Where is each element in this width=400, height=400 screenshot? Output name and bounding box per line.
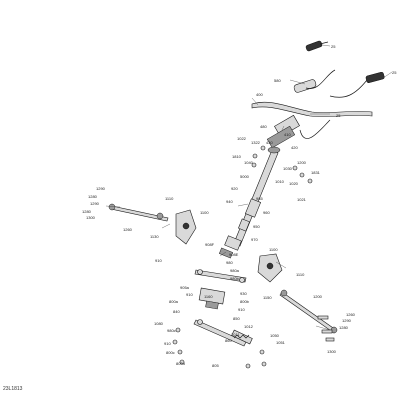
callout-940: 940 bbox=[226, 199, 233, 204]
callout-1100: 1100 bbox=[269, 247, 278, 252]
callout-1260: 1260 bbox=[346, 312, 356, 317]
callout-1021: 1021 bbox=[297, 197, 307, 202]
callout-1030: 1030 bbox=[283, 166, 293, 171]
steering-column bbox=[233, 146, 281, 247]
callout-25: 25 bbox=[336, 113, 341, 118]
callout-1110: 1110 bbox=[165, 196, 174, 201]
callout-910: 910 bbox=[238, 307, 245, 312]
callout-1200: 1200 bbox=[313, 294, 323, 299]
grip-heater-right bbox=[329, 71, 385, 98]
callout-1280: 1280 bbox=[82, 209, 92, 214]
callout-1100: 1100 bbox=[200, 210, 209, 215]
callout-1130: 1130 bbox=[150, 234, 159, 239]
column-lower-bushings bbox=[218, 235, 242, 259]
callout-1290: 1290 bbox=[90, 201, 100, 206]
callout-25: 25 bbox=[392, 70, 397, 75]
callout-860: 860 bbox=[225, 338, 232, 343]
callout-580: 580 bbox=[274, 78, 281, 83]
callout-850: 850 bbox=[233, 316, 240, 321]
callout-985: 985 bbox=[256, 196, 263, 201]
steering-crossbar bbox=[194, 269, 247, 283]
callout-980a: 980a bbox=[230, 268, 240, 273]
steering-damper bbox=[231, 329, 253, 345]
leader-lines bbox=[105, 44, 393, 331]
callout-800c: 800c bbox=[166, 350, 175, 355]
right-steering-arm bbox=[257, 253, 283, 283]
callout-1011: 1011 bbox=[231, 332, 240, 337]
callout-800d: 800d bbox=[176, 361, 185, 366]
callout-905a: 905a bbox=[180, 285, 190, 290]
callout-1322: 1322 bbox=[251, 140, 261, 145]
callout-1300: 1300 bbox=[327, 349, 337, 354]
callout-25: 25 bbox=[331, 44, 336, 49]
callout-930: 930 bbox=[240, 291, 247, 296]
callout-1040: 1040 bbox=[244, 160, 254, 165]
callout-1010: 1010 bbox=[275, 179, 285, 184]
lower-hardware-left bbox=[172, 327, 185, 365]
callout-5000: 5000 bbox=[240, 174, 250, 179]
callout-950: 950 bbox=[253, 224, 260, 229]
callout-910: 910 bbox=[155, 258, 162, 263]
callout-1080: 1080 bbox=[154, 321, 164, 326]
callout-labels: 25 580 25 25 400 480 410 1022 1322 420 4… bbox=[82, 44, 397, 368]
callout-980b: 980b bbox=[230, 276, 240, 281]
callout-980: 980 bbox=[226, 260, 233, 265]
left-steering-arm bbox=[175, 209, 197, 245]
callout-1022: 1022 bbox=[237, 136, 247, 141]
callout-1110: 1110 bbox=[296, 272, 305, 277]
callout-1290: 1290 bbox=[342, 318, 352, 323]
callout-1012: 1012 bbox=[244, 324, 254, 329]
callout-1280: 1280 bbox=[88, 194, 98, 199]
right-tie-rod bbox=[279, 289, 338, 334]
callout-1810: 1810 bbox=[232, 154, 242, 159]
column-clamp-hardware bbox=[251, 145, 313, 184]
callout-840: 840 bbox=[173, 309, 180, 314]
callout-970: 970 bbox=[251, 237, 258, 242]
callout-1200: 1200 bbox=[297, 160, 307, 165]
callout-908E: 908E bbox=[229, 252, 239, 257]
handlebar-riser bbox=[266, 114, 331, 149]
callout-1300: 1300 bbox=[86, 215, 96, 220]
handlebar bbox=[251, 101, 373, 117]
callout-400: 400 bbox=[256, 92, 263, 97]
callout-1280: 1280 bbox=[339, 325, 349, 330]
callout-480: 480 bbox=[260, 124, 267, 129]
left-tie-rod bbox=[108, 203, 169, 222]
callout-805: 805 bbox=[212, 363, 219, 368]
callout-910: 910 bbox=[164, 341, 171, 346]
grip-heater-left bbox=[305, 40, 329, 52]
callout-1290: 1290 bbox=[96, 186, 106, 191]
callout-1260: 1260 bbox=[123, 227, 133, 232]
callout-410: 410 bbox=[284, 132, 291, 137]
tie-rod-bolts-right bbox=[317, 315, 335, 342]
handlebar-pad-580 bbox=[293, 69, 336, 93]
callout-910: 910 bbox=[186, 292, 193, 297]
callout-1150: 1150 bbox=[263, 295, 272, 300]
callout-1831: 1831 bbox=[311, 170, 321, 175]
callout-960: 960 bbox=[263, 210, 270, 215]
callout-908F: 908F bbox=[205, 242, 215, 247]
callout-800b: 800b bbox=[240, 299, 250, 304]
callout-980c: 980c bbox=[167, 328, 176, 333]
callout-1020: 1020 bbox=[289, 181, 299, 186]
callout-800a: 800a bbox=[169, 299, 179, 304]
callout-1160: 1160 bbox=[204, 294, 213, 299]
callout-420: 420 bbox=[291, 145, 298, 150]
lower-linkage-block bbox=[198, 287, 226, 310]
diagram-code: 23L1813 bbox=[3, 386, 23, 392]
lower-hardware-center bbox=[245, 349, 267, 369]
callout-430: 430 bbox=[266, 140, 273, 145]
lower-link-arm bbox=[193, 319, 247, 347]
callout-1050: 1050 bbox=[270, 333, 280, 338]
callout-920: 920 bbox=[231, 186, 238, 191]
callout-1051: 1051 bbox=[276, 340, 286, 345]
